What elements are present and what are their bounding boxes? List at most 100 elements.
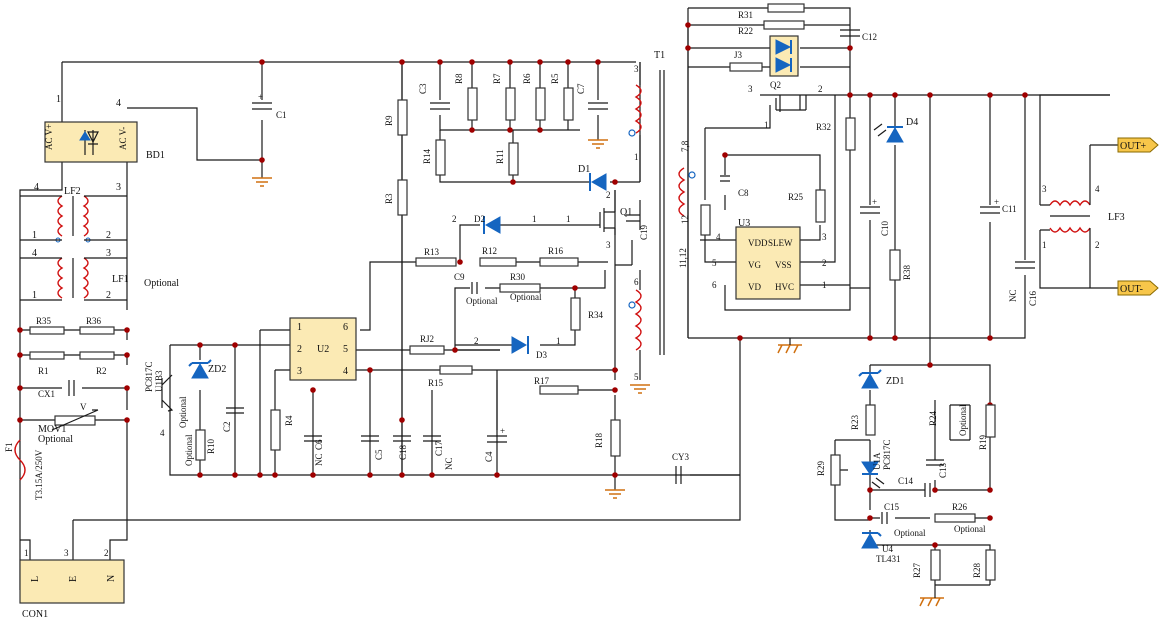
con1-label: CON1 — [22, 609, 48, 620]
bd1-label: BD1 — [146, 150, 165, 161]
svg-text:6: 6 — [712, 280, 717, 290]
svg-text:3: 3 — [1042, 184, 1047, 194]
svg-text:4: 4 — [716, 232, 721, 242]
pin-11-12-label: 11,12 — [678, 248, 688, 268]
r27-label: R27 — [912, 562, 922, 578]
c3-label: C3 — [418, 83, 428, 94]
svg-text:3: 3 — [748, 84, 753, 94]
aux-network: C9 Optional R30 Optional R34 — [454, 272, 604, 331]
junction-dots — [17, 22, 1028, 548]
output-filter: + C10 D4 R38 + C11 NC C16 — [860, 117, 1038, 306]
diode-d2: D2 2 1 1 — [452, 214, 571, 234]
c16-label: C16 — [1028, 290, 1038, 306]
mov1-label: MOV1 — [38, 424, 66, 435]
c9-label: C9 — [454, 272, 465, 282]
r35-label: R35 — [36, 316, 52, 326]
zd1-label: ZD1 — [886, 376, 904, 387]
lf3-label: LF3 — [1108, 212, 1125, 223]
u1b-label: U1B3 — [154, 370, 164, 392]
u2-label: U2 — [317, 344, 329, 355]
controller-u3: U3 VDD SLEW VG VSS VD HVC 4 5 6 3 2 1 C8… — [700, 175, 827, 300]
snubber-network: R9 R3 C3 R8 R7 R6 R5 C7 R14 R11 — [384, 73, 608, 216]
svg-text:2: 2 — [106, 230, 111, 241]
r5-label: R5 — [550, 73, 560, 84]
u3-hvc-label: HVC — [775, 282, 794, 292]
svg-text:4: 4 — [343, 366, 348, 377]
common-mode-choke-lf2: LF2 1 2 — [20, 186, 127, 243]
r24-label: R24 — [928, 410, 938, 426]
j3-label: J3 — [734, 50, 743, 60]
c13-label: C13 — [938, 462, 948, 478]
fuse-rating-label: T3.15A/250V — [34, 449, 44, 500]
svg-text:1: 1 — [532, 214, 537, 224]
schottky-q2: Q2 — [769, 35, 799, 90]
ac-v-plus-label: AC V+ — [44, 124, 54, 150]
r38-label: R38 — [902, 264, 912, 280]
svg-text:+: + — [994, 197, 999, 207]
u1a-pc817c-label: PC817C — [882, 439, 892, 470]
svg-text:1: 1 — [634, 152, 639, 162]
svg-text:1: 1 — [297, 322, 302, 333]
svg-text:4: 4 — [1095, 184, 1100, 194]
r30-label: R30 — [510, 272, 526, 282]
r30-optional-label: Optional — [510, 292, 542, 302]
r1-label: R1 — [38, 366, 49, 376]
svg-text:2: 2 — [452, 214, 457, 224]
r16-label: R16 — [548, 246, 564, 256]
svg-text:2: 2 — [818, 84, 823, 94]
u4-label: U4 — [882, 544, 893, 554]
tl431-label: TL431 — [876, 554, 901, 564]
r15-label: R15 — [428, 378, 444, 388]
con1-pin-l: L — [30, 576, 41, 582]
svg-text:2: 2 — [297, 344, 302, 355]
r22-label: R22 — [738, 26, 753, 36]
u3-vss-label: VSS — [775, 260, 792, 270]
c8-label: C8 — [738, 188, 749, 198]
u1a-label: U1A — [872, 452, 882, 470]
cy3-label: CY3 — [672, 452, 690, 462]
pin-12-label: 12 — [680, 215, 690, 224]
u3-vdd-label: VDD — [748, 238, 768, 248]
connector-con1: L E N CON1 1 3 2 — [19, 548, 125, 620]
svg-text:1: 1 — [764, 120, 769, 130]
r4-label: R4 — [284, 415, 294, 426]
lf2-label: LF2 — [64, 186, 81, 197]
svg-text:1: 1 — [556, 336, 561, 346]
svg-text:3: 3 — [106, 248, 111, 259]
c5-label: C5 — [374, 449, 384, 460]
r29-label: R29 — [816, 460, 826, 476]
c4-label: C4 — [484, 451, 494, 462]
c15-optional-label: Optional — [894, 528, 926, 538]
d3-label: D3 — [536, 350, 547, 360]
svg-text:4: 4 — [32, 248, 37, 259]
r26-optional-label: Optional — [954, 524, 986, 534]
con1-pin-n: N — [106, 575, 117, 582]
c18-label: C18 — [398, 444, 408, 460]
c17-label: C17 — [434, 440, 444, 456]
output-terminals: OUT+ OUT- — [1117, 137, 1159, 296]
svg-text:4: 4 — [116, 98, 121, 109]
mov-v-label: V — [80, 402, 87, 412]
output-choke-lf3: LF3 3 4 1 2 — [1040, 145, 1125, 288]
r11-label: R11 — [495, 149, 505, 164]
u3-slew-label: SLEW — [768, 238, 793, 248]
r25-label: R25 — [788, 192, 804, 202]
c19-label: C19 — [639, 224, 649, 240]
r6-label: R6 — [522, 73, 532, 84]
svg-text:5: 5 — [634, 372, 639, 382]
out-minus-label: OUT- — [1120, 284, 1143, 295]
sync-rectifier: 3 2 1 R32 — [748, 84, 856, 151]
optocoupler-u1b: PC817C U1B3 4 — [144, 361, 174, 438]
secondary-ground — [777, 338, 944, 607]
c17-nc-label: NC — [444, 457, 454, 470]
controller-u2: U2 1 2 3 6 5 4 RJ2 R15 R17 — [289, 317, 579, 395]
r7-label: R7 — [492, 73, 502, 84]
common-mode-choke-lf1: 4 3 1 2 LF1 Optional — [20, 248, 179, 301]
lf1-optional-label: Optional — [144, 278, 179, 289]
r10-optional-label: Optional — [184, 434, 194, 466]
svg-text:+: + — [872, 197, 877, 207]
rj2-label: RJ2 — [420, 334, 434, 344]
svg-text:3: 3 — [634, 64, 639, 74]
c6-label: C6 — [314, 439, 324, 450]
svg-text:5: 5 — [343, 344, 348, 355]
